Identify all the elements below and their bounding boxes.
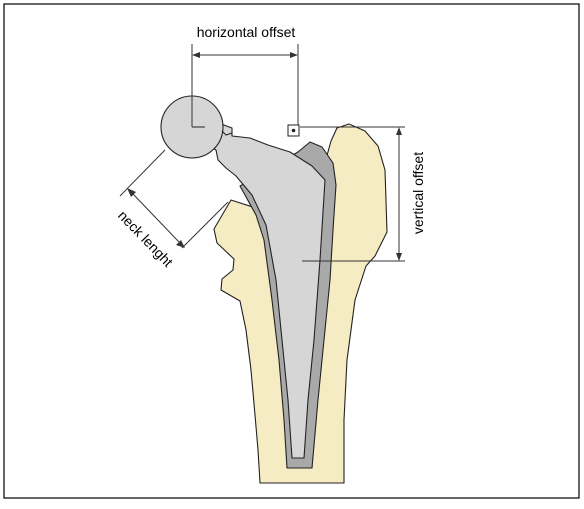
reference-point-marker (287, 124, 300, 137)
neck-length-dimension (119, 149, 229, 249)
vertical-offset-label: vertical offset (410, 152, 426, 234)
vertical-offset-dimension (300, 126, 405, 262)
neck-taper-detail (221, 130, 233, 136)
horizontal-offset-dimension (191, 44, 299, 127)
horizontal-offset-label: horizontal offset (197, 24, 296, 40)
prosthesis-stem (204, 117, 326, 459)
